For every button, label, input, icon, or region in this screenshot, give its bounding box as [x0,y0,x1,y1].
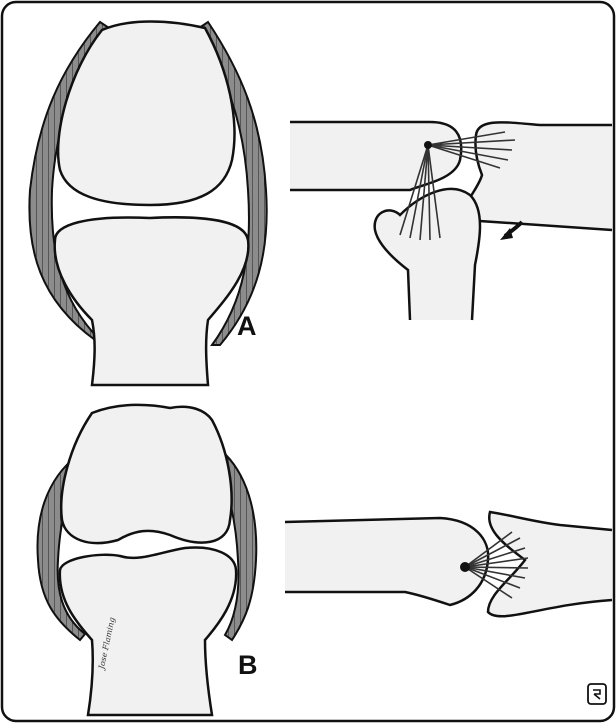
panel-label-b: B [238,652,258,679]
proximal-bone-head-b [61,405,231,543]
side-bone-right-a [464,122,612,230]
side-bone-left-a [290,122,461,190]
panel-label-a: A [237,313,257,340]
side-bone-left-b [285,518,488,605]
ligament-origin-a [424,141,432,149]
ligament-origin-b [460,562,470,572]
